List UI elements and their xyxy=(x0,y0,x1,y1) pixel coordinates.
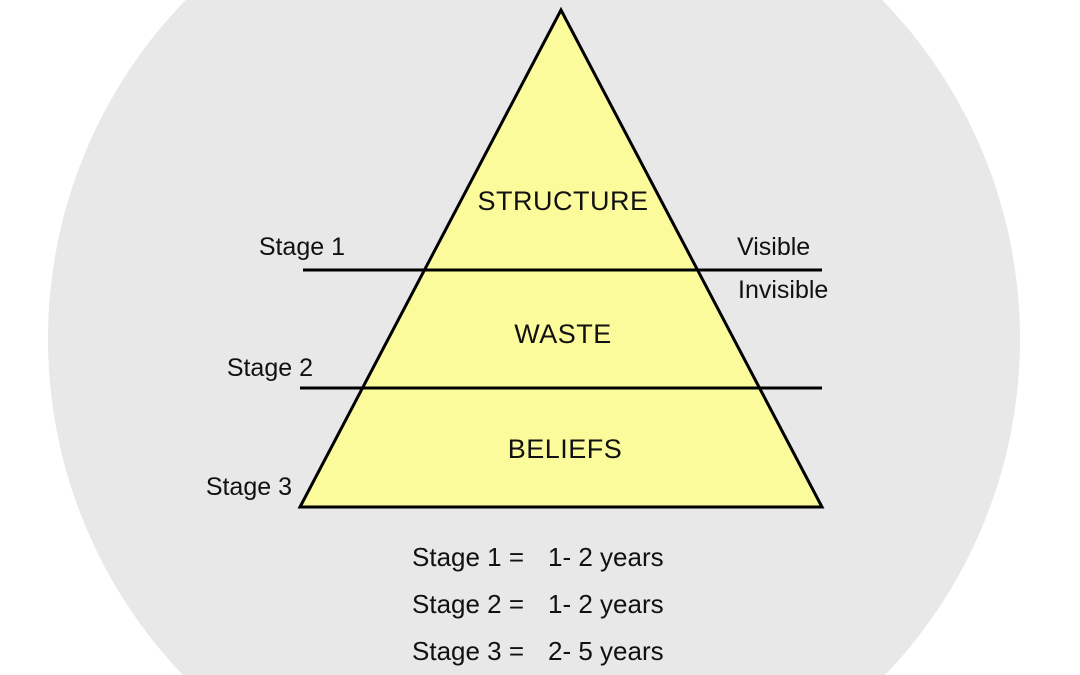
legend-stage-3-value: 2- 5 years xyxy=(548,636,664,666)
tier-label-waste: WASTE xyxy=(514,319,612,349)
visible-label: Visible xyxy=(737,233,811,261)
legend-stage-1-label: Stage 1 = xyxy=(412,542,525,572)
legend-stage-1-value: 1- 2 years xyxy=(548,542,664,572)
stage-3-label: Stage 3 xyxy=(205,473,292,501)
invisible-label: Invisible xyxy=(738,276,829,304)
legend-stage-2-value: 1- 2 years xyxy=(548,589,664,619)
tier-label-beliefs: BELIEFS xyxy=(507,434,623,464)
legend-stage-3-label: Stage 3 = xyxy=(412,636,525,666)
tier-label-structure: STRUCTURE xyxy=(477,186,649,216)
pyramid-shape xyxy=(297,6,825,509)
legend-row-stage-1: Stage 1 = 1- 2 years xyxy=(412,534,664,581)
legend: Stage 1 = 1- 2 years Stage 2 = 1- 2 year… xyxy=(412,534,664,675)
legend-row-stage-3: Stage 3 = 2- 5 years xyxy=(412,628,664,675)
stage-2-label: Stage 2 xyxy=(226,354,313,382)
legend-row-stage-2: Stage 2 = 1- 2 years xyxy=(412,581,664,628)
stage-1-label: Stage 1 xyxy=(258,233,345,261)
legend-stage-2-label: Stage 2 = xyxy=(412,589,525,619)
